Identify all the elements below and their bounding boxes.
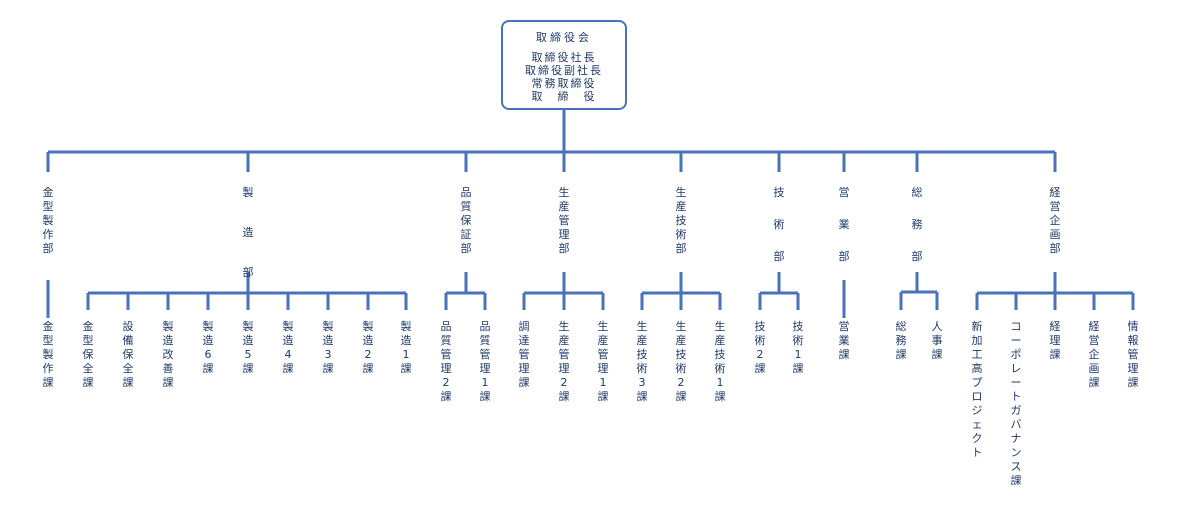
section-label: 金型保全課 [82,320,94,389]
section-label: 設備保全課 [122,320,134,389]
board-title: 取締役会 [536,31,592,44]
department-label: 営業部 [838,186,850,263]
department-label: 金型製作部 [42,186,54,255]
board-member: 取締役副社長 [525,64,603,77]
board-box: 取締役会 取締役社長 取締役副社長 常務取締役 取 締 役 [501,20,627,110]
section-label: 経営企画課 [1088,320,1100,389]
section-label: 製造改善課 [162,320,174,389]
section-label: 新加工高プロジェクト [971,320,983,459]
section-label: 経理課 [1049,320,1061,361]
board-member: 取 締 役 [531,90,597,103]
board-member: 取締役社長 [531,51,597,64]
department-label: 品質保証部 [460,186,472,255]
department-label: 経営企画部 [1049,186,1061,255]
department-label: 製造部 [242,186,254,279]
section-label: 情報管理課 [1127,320,1139,389]
department-label: 総務部 [911,186,923,263]
department-label: 技術部 [773,186,785,263]
section-label: 営業課 [838,320,850,361]
section-label: 調達管理課 [518,320,530,389]
board-member: 常務取締役 [531,77,597,90]
section-label: 人事課 [931,320,943,361]
section-label: コーポレートガバナンス課 [1010,320,1022,487]
section-label: 総務課 [895,320,907,361]
section-label: 金型製作課 [42,320,54,389]
department-label: 生産管理部 [558,186,570,255]
department-label: 生産技術部 [675,186,687,255]
